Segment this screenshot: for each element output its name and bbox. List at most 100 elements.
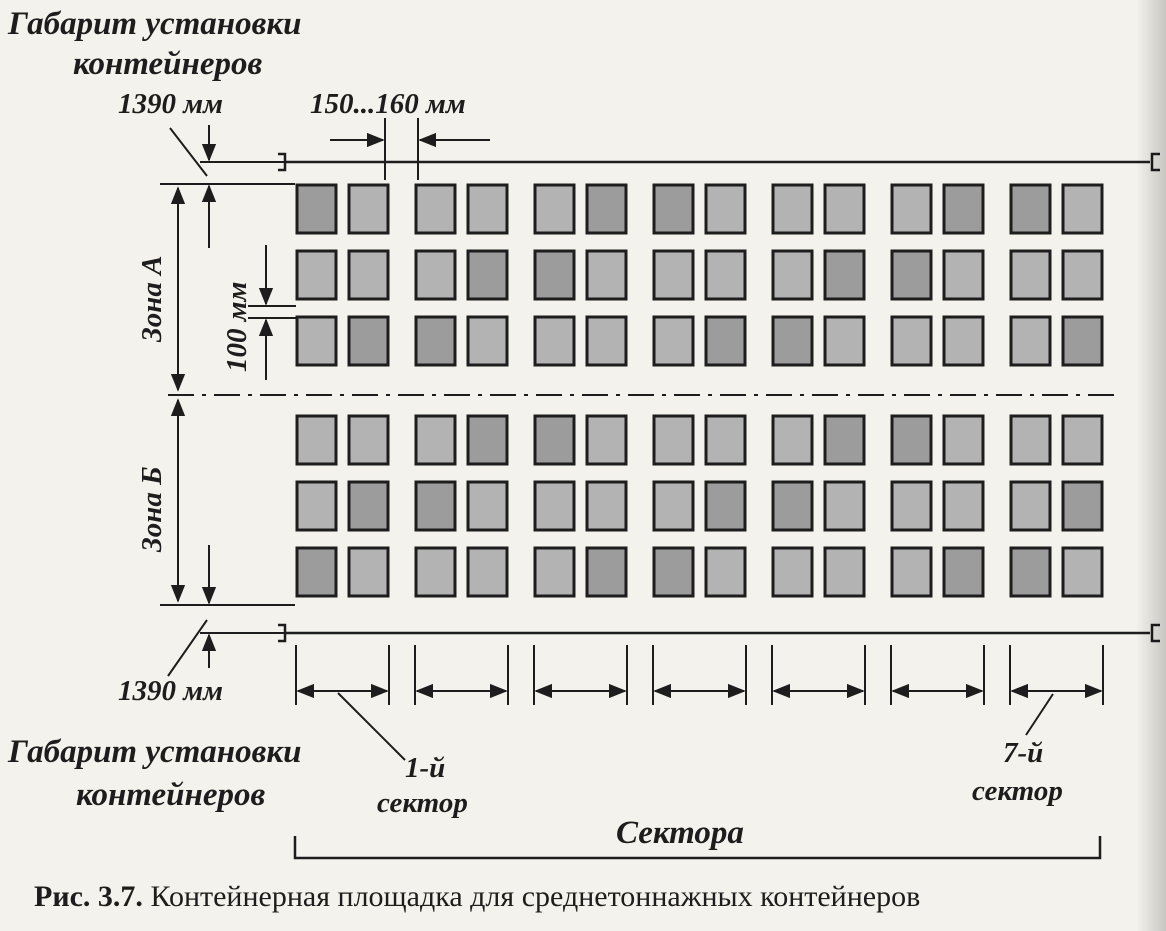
container <box>942 414 985 466</box>
container <box>347 249 390 301</box>
container <box>1009 546 1052 598</box>
container <box>771 249 814 301</box>
container <box>942 183 985 235</box>
container <box>942 315 985 367</box>
container <box>823 249 866 301</box>
container <box>414 546 457 598</box>
container <box>1061 414 1104 466</box>
zone-a-label: Зона А <box>136 256 168 343</box>
top-dimension-label: 1390 мм <box>118 88 223 120</box>
container <box>347 183 390 235</box>
container <box>585 315 628 367</box>
container <box>704 249 747 301</box>
container <box>1061 183 1104 235</box>
container <box>704 546 747 598</box>
container <box>585 480 628 532</box>
container <box>890 546 933 598</box>
figure-caption-text: Контейнерная площадка для среднетоннажны… <box>142 880 921 913</box>
container <box>652 546 695 598</box>
container <box>771 546 814 598</box>
row-gap-dimension-label: 100 мм <box>221 282 253 372</box>
container <box>704 183 747 235</box>
container <box>533 546 576 598</box>
container <box>466 414 509 466</box>
top-rail-right-stop <box>1150 152 1160 172</box>
first-sector-label-line2: сектор <box>377 787 468 819</box>
container <box>771 315 814 367</box>
container <box>295 480 338 532</box>
last-sector-leader <box>1025 693 1054 736</box>
container <box>585 546 628 598</box>
container <box>823 480 866 532</box>
last-sector-label-line1: 7-й <box>1003 737 1043 769</box>
container <box>295 249 338 301</box>
container <box>652 183 695 235</box>
container <box>771 183 814 235</box>
container <box>466 249 509 301</box>
container <box>533 249 576 301</box>
container <box>295 414 338 466</box>
container <box>295 315 338 367</box>
container <box>1061 480 1104 532</box>
gap-dimension <box>330 118 490 180</box>
bottom-dim-leader <box>167 619 208 677</box>
gabarit-bottom-label-line2: контейнеров <box>76 777 265 813</box>
container <box>466 183 509 235</box>
zone-boundaries <box>160 161 1120 634</box>
container <box>347 480 390 532</box>
zone-b-label: Зона Б <box>136 466 168 553</box>
container <box>1061 546 1104 598</box>
container <box>414 249 457 301</box>
last-sector-label-line2: сектор <box>972 775 1063 807</box>
container <box>823 546 866 598</box>
container <box>347 546 390 598</box>
container <box>414 315 457 367</box>
container <box>704 414 747 466</box>
top-dim-leader <box>169 127 208 177</box>
container <box>347 414 390 466</box>
container <box>1009 183 1052 235</box>
container <box>533 480 576 532</box>
container <box>585 414 628 466</box>
row-gap-dimension <box>248 245 296 380</box>
container <box>466 480 509 532</box>
container <box>414 480 457 532</box>
container <box>823 183 866 235</box>
container <box>942 249 985 301</box>
container <box>533 414 576 466</box>
container <box>942 546 985 598</box>
container <box>1009 480 1052 532</box>
container <box>823 315 866 367</box>
container <box>890 480 933 532</box>
container <box>890 414 933 466</box>
container <box>771 480 814 532</box>
container-grid <box>295 183 1104 598</box>
container <box>1009 315 1052 367</box>
first-sector-leader <box>337 692 406 761</box>
container <box>466 315 509 367</box>
first-sector-label-line1: 1-й <box>405 752 445 784</box>
gap-dimension-label: 150...160 мм <box>310 88 466 120</box>
container <box>1061 315 1104 367</box>
sectors-bracket <box>293 836 1102 860</box>
sector-dimensions <box>295 645 1104 705</box>
container <box>533 315 576 367</box>
container <box>942 480 985 532</box>
container <box>414 414 457 466</box>
container <box>1009 414 1052 466</box>
container <box>652 249 695 301</box>
bottom-dimension-label: 1390 мм <box>118 675 223 707</box>
container-yard-diagram: Габарит установки контейнеров 1390 мм 15… <box>7 6 1160 860</box>
gabarit-top-label-line2: контейнеров <box>73 46 262 82</box>
container <box>295 546 338 598</box>
figure-caption: Рис. 3.7. Контейнерная площадка для сред… <box>34 880 1154 914</box>
container <box>585 249 628 301</box>
bottom-rail-right-stop <box>1150 623 1160 643</box>
container <box>1061 249 1104 301</box>
container <box>652 480 695 532</box>
gabarit-top-label-line1: Габарит установки <box>7 6 301 42</box>
container <box>414 183 457 235</box>
container <box>533 183 576 235</box>
container <box>347 315 390 367</box>
